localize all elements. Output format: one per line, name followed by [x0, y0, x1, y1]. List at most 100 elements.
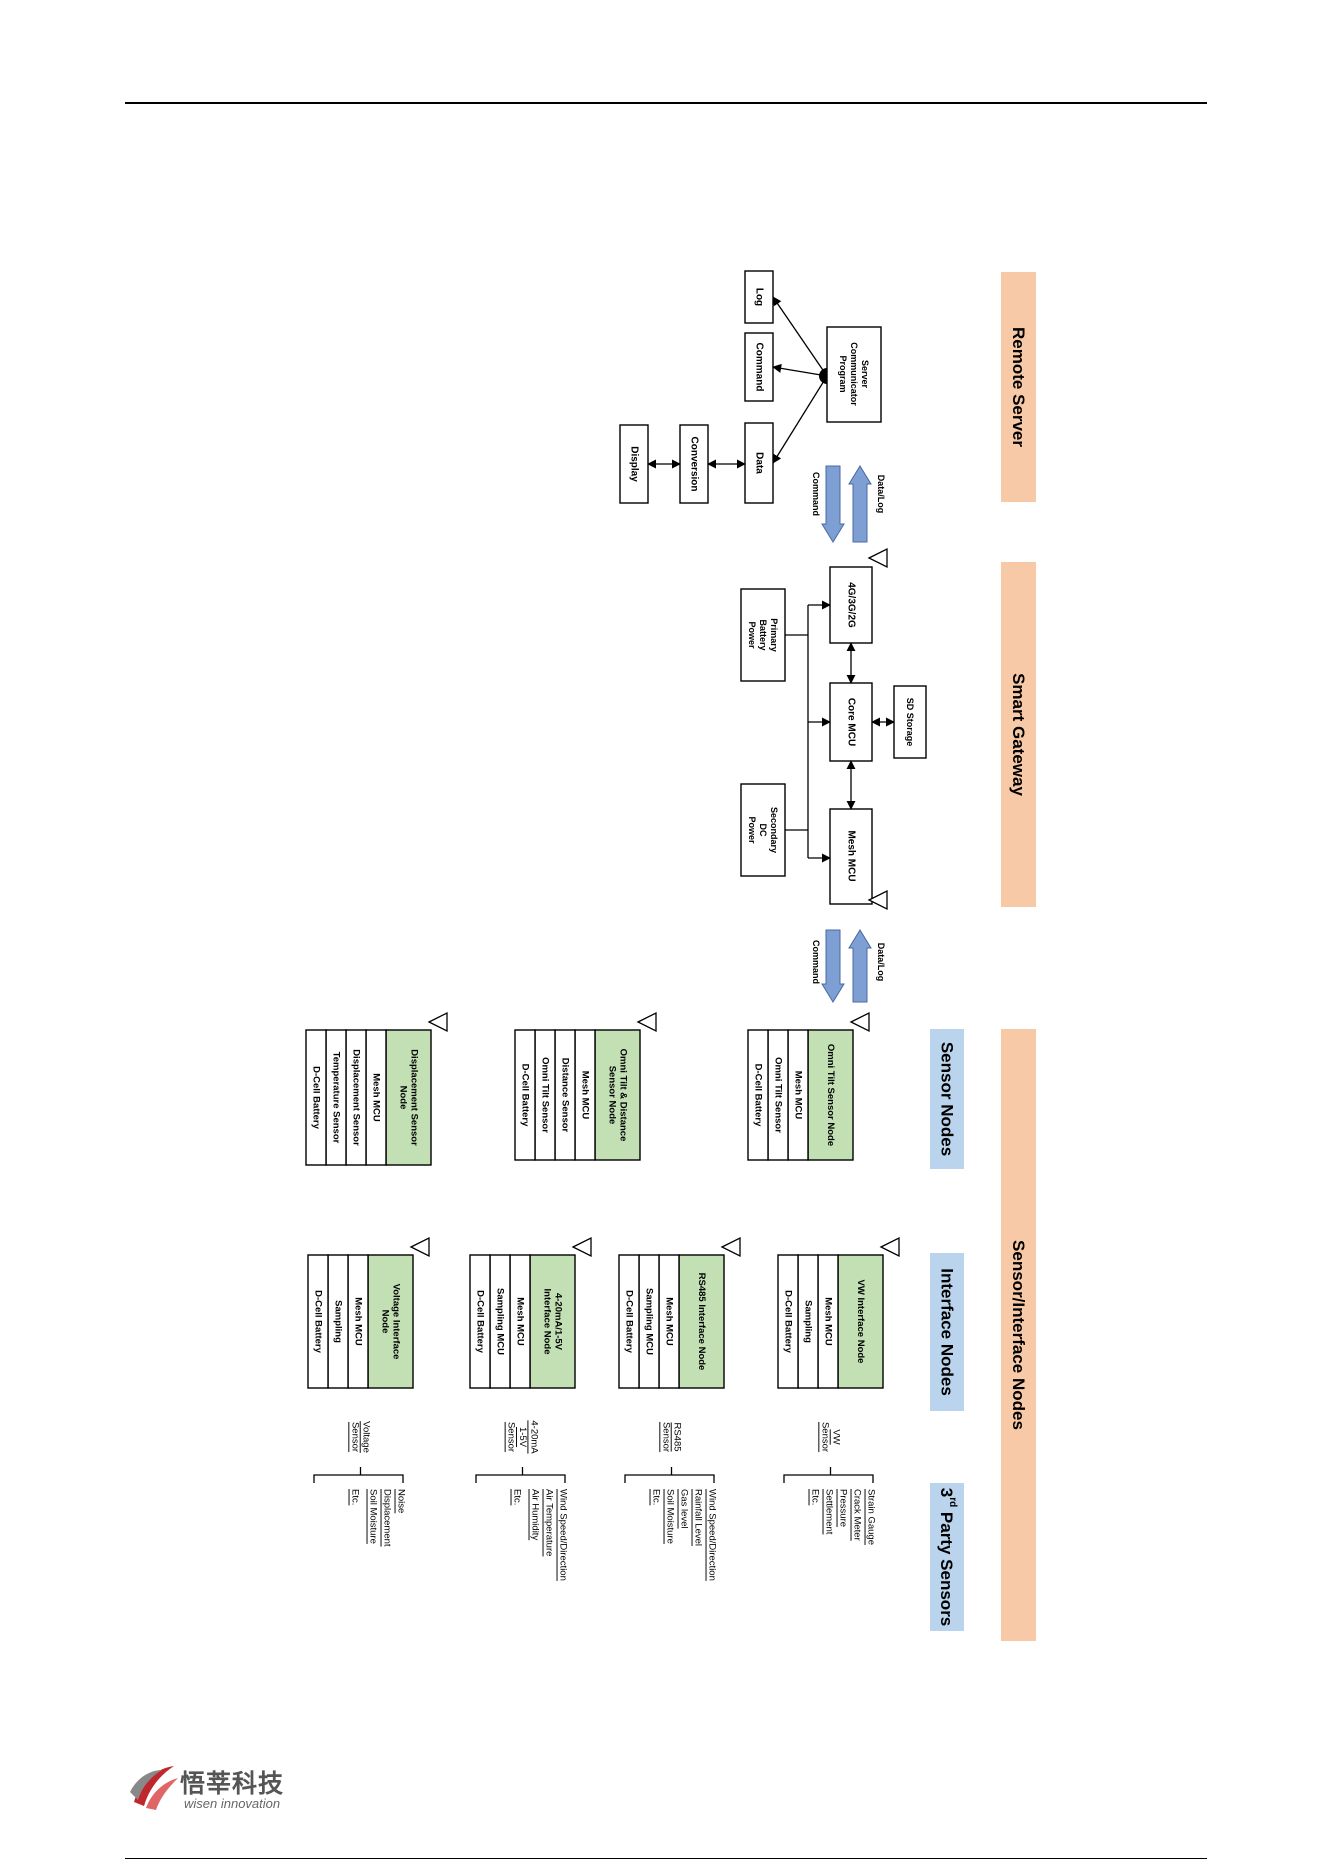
displacement-node-row-3: [305, 1029, 327, 1166]
vw-interface-node-row-label: Mesh MCU: [823, 1297, 834, 1346]
voltage-interface-node-title-line: Node: [379, 1310, 390, 1334]
section-smart-gateway-label: Smart Gateway: [1009, 673, 1028, 796]
voltage-third-party-item: Etc.: [350, 1489, 361, 1505]
displacement-node-row-label: Temperature Sensor: [331, 1052, 342, 1144]
current-voltage-third-party-item-text: Wind Speed/Direction: [558, 1489, 569, 1581]
company-logo: 悟莘科技 wisen innovation: [128, 1760, 288, 1820]
current-voltage-bracket: [475, 1474, 566, 1483]
section-sensor-interface-nodes: [1001, 1029, 1036, 1641]
primary-power-label-line: Primary: [769, 618, 779, 652]
omni-tilt-distance-node-title-line: Omni Tilt & Distance: [618, 1049, 629, 1142]
vw-sensor-label-line: Sensor: [819, 1422, 830, 1452]
vw-interface-node-row-2: [777, 1254, 799, 1389]
voltage-sensor-label-line: Voltage: [361, 1421, 372, 1453]
modem-label: 4G/3G/2G: [846, 582, 857, 628]
vw-interface-node-row-label-line: D-Cell Battery: [783, 1290, 794, 1354]
voltage-third-party-item: Soil Moisture: [368, 1489, 379, 1544]
current-voltage-sensor-label-line: 1-5V: [517, 1427, 528, 1448]
vw-interface-node-row-label: D-Cell Battery: [783, 1290, 794, 1354]
rs485-third-party-item: Etc.: [651, 1489, 662, 1505]
current-voltage-interface-node-row-label: Mesh MCU: [515, 1297, 526, 1346]
rs485-third-party-item: Gas level: [679, 1489, 690, 1529]
server-communicator-label-line: Communicator: [849, 342, 859, 406]
link-command-label-1-line: Command: [811, 472, 821, 516]
vw-third-party-item-text: Pressure: [838, 1489, 849, 1527]
voltage-third-party-item: Displacement: [382, 1489, 393, 1547]
vw-third-party-item-text: Strain Gauge: [866, 1489, 877, 1545]
mesh-mcu-label-line: Mesh MCU: [846, 830, 857, 881]
voltage-interface-node-row-label: D-Cell Battery: [313, 1290, 324, 1354]
displacement-node-row-label: D-Cell Battery: [311, 1066, 322, 1130]
displacement-node-title-line: Displacement Sensor: [409, 1049, 420, 1146]
vw-interface-node-title-line: VW Interface Node: [855, 1280, 866, 1364]
link-command-label-1: Command: [811, 472, 821, 516]
section-remote-server: [1001, 272, 1036, 502]
rs485-interface-node-row-label-line: D-Cell Battery: [624, 1290, 635, 1354]
data-label-line: Data: [754, 452, 765, 474]
displacement-node-row-label-line: Displacement Sensor: [351, 1049, 362, 1146]
current-voltage-sensor-label-line: 4-20mA: [528, 1420, 539, 1454]
modem-antenna-icon: [867, 547, 888, 569]
link-data-log-label-1: Data/Log: [876, 475, 886, 514]
rs485-third-party-item: Soil Moisture: [665, 1489, 676, 1544]
section-sensor-nodes: [930, 1029, 964, 1169]
display-label-line: Display: [629, 446, 640, 482]
mesh-mcu-box: [829, 808, 873, 905]
voltage-third-party-item-text: Soil Moisture: [368, 1489, 379, 1544]
omni-tilt-distance-node-title-line: Sensor Node: [606, 1066, 617, 1125]
section-third-party-sensors-label: 3rd Party Sensors: [938, 1488, 959, 1627]
vw-interface-node-row-label-line: Mesh MCU: [823, 1297, 834, 1346]
current-voltage-third-party-item-text: Air Temperature: [544, 1489, 555, 1556]
arrow-server-command: [772, 363, 828, 377]
conversion-label: Conversion: [689, 436, 700, 491]
log-box: [744, 270, 774, 324]
voltage-interface-node-row-label-line: D-Cell Battery: [313, 1290, 324, 1354]
current-voltage-interface-node-antenna-icon: [571, 1236, 592, 1258]
rs485-sensor-label-line: Sensor: [660, 1422, 671, 1452]
vw-sensor-label-line: VW: [831, 1429, 842, 1444]
rs485-bracket: [624, 1474, 715, 1483]
logo-chinese-text: 悟莘科技: [180, 1769, 285, 1798]
displacement-node-row-label: Mesh MCU: [371, 1073, 382, 1122]
modem-label-line: 4G/3G/2G: [846, 582, 857, 628]
current-voltage-interface-node-row-label-line: Mesh MCU: [515, 1297, 526, 1346]
current-voltage-interface-node-row-label-line: D-Cell Battery: [475, 1290, 486, 1354]
voltage-third-party-item-text: Etc.: [350, 1489, 361, 1505]
link-command-label-2: Command: [811, 940, 821, 984]
vw-interface-node-row-label-line: Sampling: [803, 1300, 814, 1343]
current-voltage-interface-node-title-line: Interface Node: [541, 1289, 552, 1355]
current-voltage-third-party-item: Air Humidity: [530, 1489, 541, 1540]
third-party-pre: 3: [938, 1488, 957, 1497]
current-voltage-third-party-item: Air Temperature: [544, 1489, 555, 1556]
logo-english-text: wisen innovation: [184, 1796, 281, 1811]
rs485-third-party-item-text: Rainfall Level: [693, 1489, 704, 1546]
voltage-interface-node-row-label: Mesh MCU: [353, 1297, 364, 1346]
rs485-third-party-item-text: Soil Moisture: [665, 1489, 676, 1544]
omni-tilt-distance-node-antenna-icon: [636, 1011, 657, 1033]
rs485-interface-node-title-line: RS485 Interface Node: [696, 1273, 707, 1371]
displacement-node-row-label-line: D-Cell Battery: [311, 1066, 322, 1130]
header-rule: [125, 102, 1207, 104]
arrow-data-log-up-2: [848, 929, 872, 1003]
displacement-node-row-label: Displacement Sensor: [351, 1049, 362, 1146]
server-communicator-label-line: Server: [860, 360, 870, 389]
omni-tilt-distance-node-title-box: [594, 1029, 641, 1161]
section-smart-gateway: [1001, 562, 1036, 907]
current-voltage-interface-node-title-box: [529, 1254, 576, 1389]
link-command-label-2-line: Command: [811, 940, 821, 984]
omni-tilt-node-title-line: Omni Tilt Sensor Node: [825, 1044, 836, 1146]
logo-mark-icon: [130, 1766, 178, 1810]
mesh-mcu-label: Mesh MCU: [846, 830, 857, 881]
vw-third-party-item: Settlement: [824, 1489, 835, 1535]
mesh-antenna-icon: [867, 889, 888, 911]
omni-tilt-distance-node-row-3: [514, 1029, 536, 1161]
rs485-interface-node-row-label: Mesh MCU: [664, 1297, 675, 1346]
core-mcu-label-line: Core MCU: [846, 698, 857, 746]
omni-tilt-node-row-label-line: Mesh MCU: [793, 1071, 804, 1120]
vw-interface-node-antenna-icon: [879, 1236, 900, 1258]
